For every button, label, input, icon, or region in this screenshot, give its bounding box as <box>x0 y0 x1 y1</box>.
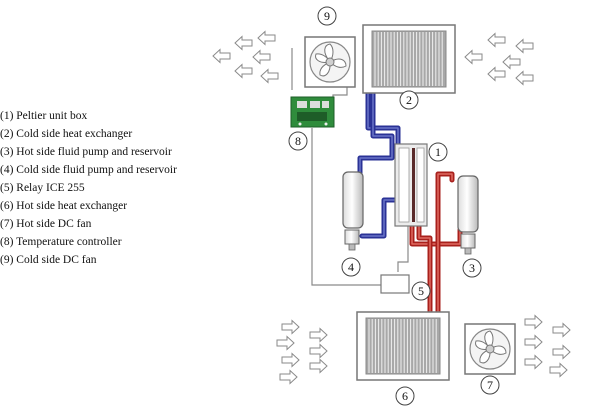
callout-3: 3 <box>462 258 482 278</box>
callout-2: 2 <box>399 90 419 110</box>
arrow-left-icon <box>234 36 253 50</box>
arrow-right-icon <box>281 353 300 367</box>
svg-text:5: 5 <box>418 284 424 298</box>
arrow-right-icon <box>549 363 568 377</box>
component-legend: (1) Peltier unit box (2) Cold side heat … <box>0 107 177 269</box>
legend-item-temp-controller: (8) Temperature controller <box>0 236 122 248</box>
arrow-left-icon <box>252 50 271 64</box>
callout-5: 5 <box>411 281 431 301</box>
legend-item-peltier-box: (1) Peltier unit box <box>0 110 88 122</box>
svg-text:2: 2 <box>406 93 412 107</box>
svg-text:8: 8 <box>295 134 301 148</box>
hot-side-dc-fan <box>464 323 516 375</box>
cold-side-heat-exchanger <box>362 24 456 94</box>
airflow-arrows-hot-intake <box>276 320 328 384</box>
legend-item-hot-fan: (7) Hot side DC fan <box>0 218 92 230</box>
arrow-right-icon <box>524 355 543 369</box>
arrow-left-icon <box>487 33 506 47</box>
cold-loop-pipe-c-inner <box>361 199 397 237</box>
cold-fluid-loop <box>357 89 401 239</box>
callout-8: 8 <box>288 131 308 151</box>
legend-item-cold-pump: (4) Cold side fluid pump and reservoir <box>0 164 177 176</box>
arrow-right-icon <box>552 345 571 359</box>
arrow-left-icon <box>257 31 276 45</box>
cold-loop-pipe-b <box>357 89 395 178</box>
svg-text:4: 4 <box>348 260 354 274</box>
hot-fluid-loop <box>409 171 463 316</box>
arrow-left-icon <box>515 39 534 53</box>
callout-6: 6 <box>395 386 415 406</box>
svg-text:9: 9 <box>324 9 330 23</box>
arrow-left-icon <box>502 55 521 69</box>
arrow-right-icon <box>281 320 300 334</box>
svg-text:6: 6 <box>402 389 408 403</box>
legend-item-relay: (5) Relay ICE 255 <box>0 182 85 194</box>
arrow-left-icon <box>464 50 483 64</box>
callout-4: 4 <box>341 257 361 277</box>
relay-ice-255 <box>380 274 410 294</box>
airflow-arrows-hot-exhaust <box>524 315 571 377</box>
arrow-right-icon <box>309 328 328 342</box>
arrow-right-icon <box>552 323 571 337</box>
svg-text:3: 3 <box>469 261 475 275</box>
legend-item-cold-fan: (9) Cold side DC fan <box>0 254 97 266</box>
arrow-left-icon <box>260 69 279 83</box>
cold-side-dc-fan <box>304 36 356 88</box>
temperature-controller <box>290 96 335 128</box>
cold-exchanger-fins <box>374 32 443 86</box>
arrow-right-icon <box>276 336 295 350</box>
arrow-left-icon <box>212 49 231 63</box>
legend-item-hot-pump: (3) Hot side fluid pump and reservoir <box>0 146 172 158</box>
arrow-left-icon <box>487 67 506 81</box>
cold-loop-pipe-c <box>359 197 399 239</box>
svg-text:1: 1 <box>435 145 441 159</box>
arrow-right-icon <box>279 370 298 384</box>
airflow-arrows-cold-intake <box>464 33 534 85</box>
arrow-right-icon <box>524 315 543 329</box>
callout-1: 1 <box>428 142 448 162</box>
arrow-left-icon <box>234 64 253 78</box>
callout-9: 9 <box>317 6 337 26</box>
hot-side-heat-exchanger <box>356 311 450 381</box>
legend-item-hot-exchanger: (6) Hot side heat exchanger <box>0 200 128 212</box>
cold-side-pump-reservoir <box>342 171 364 251</box>
callout-7: 7 <box>480 375 500 395</box>
svg-text:7: 7 <box>487 378 493 392</box>
arrow-right-icon <box>309 344 328 358</box>
cold-loop-pipe-a-inner <box>367 91 399 146</box>
airflow-arrows-cold-exhaust <box>212 31 279 83</box>
arrow-right-icon <box>524 335 543 349</box>
arrow-left-icon <box>515 71 534 85</box>
cold-loop-pipe-b-inner <box>359 91 393 176</box>
hot-loop-pipe-b-inner <box>418 221 431 314</box>
legend-item-cold-exchanger: (2) Cold side heat exchanger <box>0 128 133 140</box>
arrow-right-icon <box>309 359 328 373</box>
hot-side-pump-reservoir <box>457 175 479 255</box>
hot-loop-pipe-c-inner <box>437 173 453 314</box>
hot-exchanger-fins <box>368 319 437 373</box>
peltier-unit-box <box>394 143 428 227</box>
